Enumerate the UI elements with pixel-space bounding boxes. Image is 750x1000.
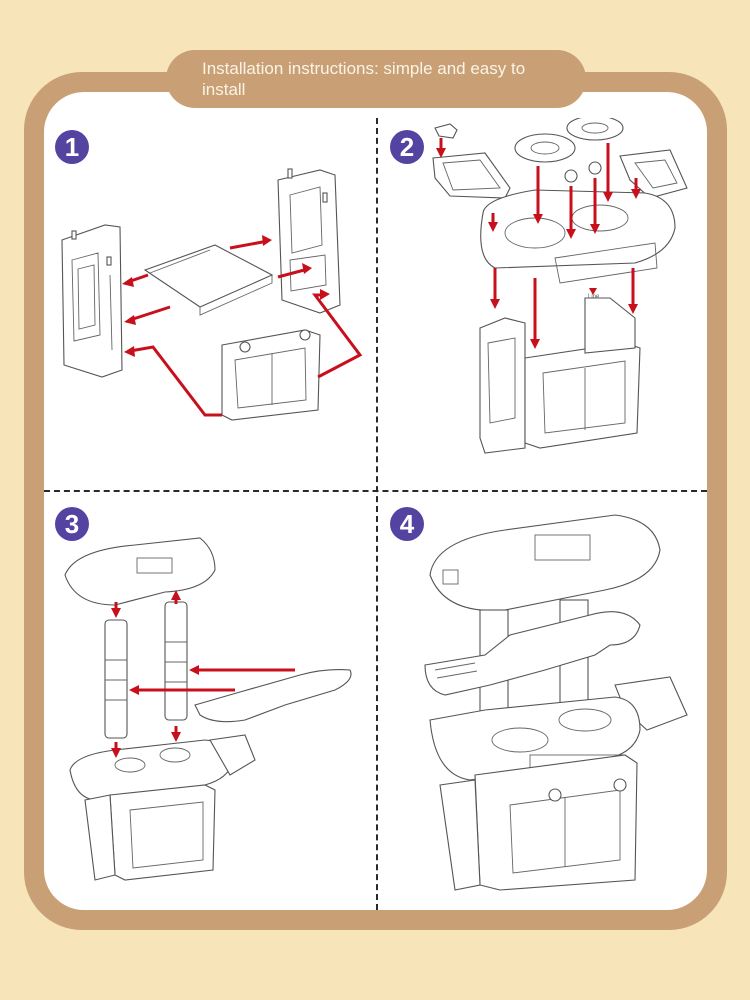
countertop — [480, 189, 676, 284]
step-2-badge: 2 — [390, 130, 424, 164]
step-4-diagram — [424, 514, 688, 891]
line-label: Line — [588, 294, 600, 300]
title-banner: Installation instructions: simple and ea… — [166, 50, 586, 108]
step-2-arrows — [436, 138, 641, 349]
step-3-badge: 3 — [55, 507, 89, 541]
assembled-hood — [429, 514, 661, 612]
burner-grate-right — [566, 118, 624, 141]
knob-right — [588, 161, 602, 175]
dish-rack-part — [619, 149, 688, 199]
assembled-countertop — [429, 696, 641, 781]
step-1-arrows — [122, 235, 363, 417]
middle-shelf — [194, 669, 352, 723]
left-side-panel — [61, 224, 123, 378]
kitchen-base: Line — [479, 294, 641, 454]
horizontal-divider — [44, 490, 707, 492]
sink-part — [432, 152, 511, 199]
vertical-divider — [376, 118, 378, 910]
right-side-panel — [277, 168, 341, 314]
column-left — [104, 619, 128, 739]
oven-door — [221, 329, 321, 421]
step-2-diagram: Line — [432, 118, 688, 454]
step-4-badge: 4 — [390, 507, 424, 541]
hood-part — [64, 537, 216, 606]
shelf-panel — [143, 244, 274, 316]
faucet-part — [434, 123, 458, 139]
step-1-diagram — [61, 168, 363, 421]
burner-grate-left — [514, 133, 576, 163]
step-3-diagram — [64, 537, 352, 881]
knob-left — [564, 169, 578, 183]
step-1-badge: 1 — [55, 130, 89, 164]
column-right — [164, 601, 188, 721]
step-3-arrows — [111, 590, 295, 758]
kitchen-assembly-base — [69, 734, 256, 881]
assembled-middle-shelf — [424, 611, 641, 696]
assembled-oven-base — [439, 754, 638, 891]
banner-title: Installation instructions: simple and ea… — [202, 59, 526, 99]
